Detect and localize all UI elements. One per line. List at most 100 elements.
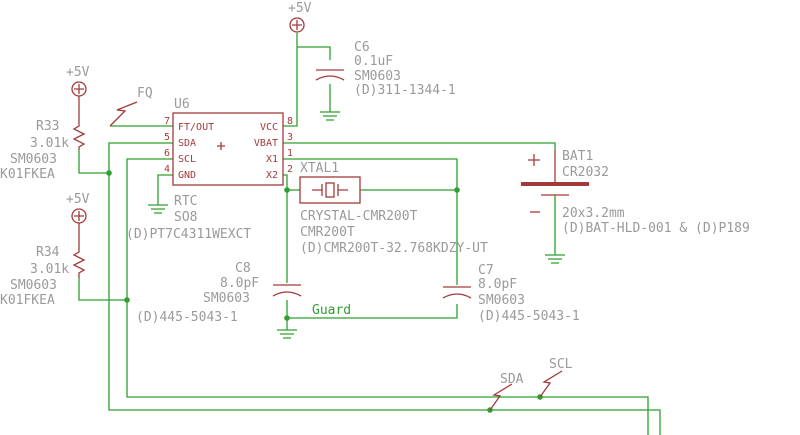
xtal1-box	[299, 176, 361, 204]
wire-scl-out	[540, 396, 649, 435]
u6-value: RTC	[174, 194, 197, 209]
junction-guard	[284, 315, 290, 321]
u6-pin-vcc: VCC	[260, 122, 278, 133]
net-scl: SCL	[539, 357, 573, 398]
bat1-plus-sign	[528, 154, 540, 166]
ground-symbol-c6	[320, 111, 340, 121]
wire-r33	[78, 150, 109, 174]
u6-body	[172, 112, 284, 186]
u6-pin-x2: X2	[266, 170, 278, 181]
bat1-plate-pos	[521, 182, 589, 186]
ground-symbol-bat	[545, 254, 565, 264]
junction-xtal-left	[284, 187, 290, 193]
c7-plate-bottom	[442, 293, 472, 299]
vcc-label-r33: +5V	[66, 65, 90, 80]
r34-part: K01FKEA	[0, 293, 55, 308]
c6-capacitor: C6 0.1uF SM0603 (D)311-1344-1	[315, 40, 456, 98]
vcc-symbol-r34: +5V	[66, 192, 90, 224]
c8-part: (D)445-5043-1	[136, 310, 238, 325]
r34-package: SM0603	[10, 278, 57, 293]
net-fq: FQ	[109, 86, 153, 127]
u6-pin-gnd: GND	[178, 170, 196, 181]
r33-package: SM0603	[10, 152, 57, 167]
vcc-symbol-r33: +5V	[66, 65, 90, 97]
r34-value: 3.01k	[30, 262, 69, 277]
u6-pinnum-7: 7	[164, 116, 170, 127]
c8-value: 8.0pF	[220, 276, 259, 291]
r33-resistor: R33 3.01k SM0603 K01FKEA	[0, 96, 86, 182]
wire-r34	[78, 278, 127, 301]
scl-flag	[539, 370, 563, 398]
xtal1-value: CRYSTAL-CMR200T	[300, 209, 418, 224]
u6-pin-scl: SCL	[178, 154, 196, 165]
r33-body	[72, 96, 86, 150]
bat1-part: (D)BAT-HLD-001 & (D)P189	[562, 221, 750, 236]
c7-ref: C7	[478, 263, 494, 278]
u6-pin-x1: X1	[266, 154, 278, 165]
u6-part: (D)PT7C4311WEXCT	[126, 227, 251, 242]
c6-part: (D)311-1344-1	[354, 83, 456, 98]
u6-pinnum-2: 2	[287, 164, 293, 175]
c8-ref: C8	[235, 261, 251, 276]
ground-symbol-c8	[277, 329, 297, 339]
scl-label: SCL	[549, 357, 573, 372]
c6-package: SM0603	[354, 69, 401, 84]
fq-label: FQ	[137, 86, 153, 101]
xtal1-package: CMR200T	[300, 225, 355, 240]
junction-scl	[124, 297, 130, 303]
r33-ref: R33	[36, 119, 59, 134]
r33-value: 3.01k	[30, 136, 69, 151]
bat1-value: CR2032	[562, 165, 609, 180]
wire-vbat	[283, 142, 556, 150]
xtal1-element	[325, 182, 335, 198]
wires	[78, 33, 661, 435]
u6-package: SO8	[174, 210, 197, 225]
bat1-battery: BAT1 CR2032 20x3.2mm (D)BAT-HLD-001 & (D…	[521, 149, 750, 236]
wire-sda	[108, 142, 490, 411]
junctions	[106, 170, 543, 413]
guard-label: Guard	[312, 303, 351, 318]
c7-capacitor: C7 8.0pF SM0603 (D)445-5043-1	[442, 263, 580, 324]
xtal1-crystal: XTAL1 CRYSTAL-CMR200T CMR200T (D)CMR200T…	[299, 161, 488, 256]
r34-body	[72, 223, 86, 278]
r34-resistor: R34 3.01k SM0603 K01FKEA	[0, 223, 86, 308]
u6-ref: U6	[174, 97, 190, 112]
c8-plate-bottom	[272, 291, 302, 297]
vcc-label-top: +5V	[288, 1, 312, 16]
wire-scl	[126, 158, 540, 398]
net-sda: SDA	[489, 372, 524, 411]
c8-package: SM0603	[203, 291, 250, 306]
u6-origin-cross	[217, 142, 225, 150]
bat1-ref: BAT1	[562, 149, 593, 164]
wire-vcc	[283, 33, 298, 127]
junction-sda	[106, 170, 112, 176]
xtal1-leads	[312, 184, 348, 196]
junction-xtal-right	[454, 187, 460, 193]
u6-pinnum-8: 8	[287, 116, 293, 127]
r34-ref: R34	[36, 245, 60, 260]
vcc-symbol-top: +5V	[288, 1, 312, 33]
sda-label: SDA	[500, 372, 524, 387]
wire-x2	[283, 174, 288, 283]
c6-value: 0.1uF	[354, 54, 393, 69]
wire-x1	[283, 158, 458, 285]
sda-flag	[489, 383, 513, 411]
bat1-package: 20x3.2mm	[562, 206, 625, 221]
c7-package: SM0603	[478, 293, 525, 308]
r33-part: K01FKEA	[0, 167, 55, 182]
u6-pinnum-3: 3	[287, 132, 293, 143]
fq-flag	[109, 101, 138, 127]
u6-pinnum-1: 1	[287, 148, 293, 159]
u6-pinnum-6: 6	[164, 148, 170, 159]
wire-gnd-u6	[157, 174, 173, 205]
u6-pinnum-4: 4	[164, 164, 170, 175]
u6-pin-vbat: VBAT	[254, 138, 278, 149]
xtal1-part: (D)CMR200T-32.768KDZY-UT	[300, 241, 488, 256]
wire-sda-out	[490, 409, 661, 435]
c7-value: 8.0pF	[478, 277, 517, 292]
wire-guard	[287, 304, 458, 319]
wire-c6	[297, 46, 331, 60]
u6-rtc-chip: U6 RTC SO8 (D)PT7C4311WEXCT FT/OUT SDA S…	[126, 97, 293, 242]
u6-pin-sda: SDA	[178, 138, 196, 149]
